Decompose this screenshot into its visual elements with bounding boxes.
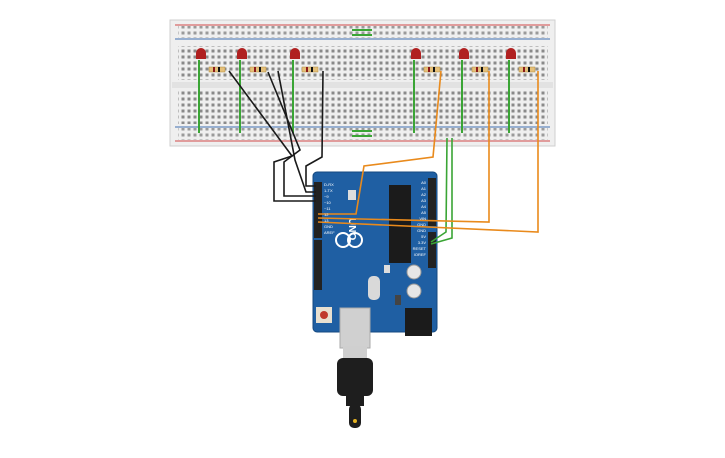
right-pin-label: RESET [413, 246, 427, 251]
left-pin-label: ~11 [324, 206, 331, 211]
right-pin-label: 5V [421, 234, 426, 239]
left-pin-label: D-RX [324, 182, 334, 187]
led-5[interactable] [459, 48, 469, 59]
right-pin-label: VIN [419, 216, 426, 221]
left-pin-label: ~10 [324, 200, 332, 205]
right-pin-label: A2 [421, 192, 427, 197]
resistor-2[interactable] [249, 66, 267, 73]
orange-wires[interactable] [317, 70, 539, 233]
right-pin-label: A4 [421, 204, 427, 209]
arduino-uno-board[interactable] [312, 171, 438, 349]
left-pin-label: AREF [324, 230, 335, 235]
right-pin-label: A3 [421, 198, 427, 203]
right-pin-label: 3.3V [418, 240, 427, 245]
ground-jumpers [198, 60, 510, 133]
resistor-1[interactable] [208, 66, 226, 73]
led-1[interactable] [196, 48, 206, 59]
board-brand-label: UNO [346, 218, 357, 240]
left-pin-label: 1-TX [324, 188, 333, 193]
led-4[interactable] [411, 48, 421, 59]
right-pin-label: IOREF [414, 252, 427, 257]
resistor-4[interactable] [423, 66, 441, 73]
resistor-6[interactable] [518, 66, 536, 73]
black-wires[interactable] [228, 70, 324, 202]
breadboard [169, 19, 556, 147]
right-pin-label: A0 [421, 180, 427, 185]
green-wires[interactable] [430, 137, 453, 245]
usb-cable[interactable] [337, 346, 373, 428]
led-2[interactable] [237, 48, 247, 59]
right-pin-label: GND [417, 222, 426, 227]
left-pin-label: 13 [324, 218, 329, 223]
right-pin-label: A5 [421, 210, 427, 215]
left-pin-label: GND [324, 224, 333, 229]
right-pin-label: GND [417, 228, 426, 233]
left-pin-label: ~9 [324, 194, 329, 199]
led-3[interactable] [290, 48, 300, 59]
right-pin-label: A1 [421, 186, 427, 191]
led-6[interactable] [506, 48, 516, 59]
left-pin-label: 12 [324, 212, 329, 217]
resistor-5[interactable] [471, 66, 489, 73]
resistor-3[interactable] [301, 66, 319, 73]
